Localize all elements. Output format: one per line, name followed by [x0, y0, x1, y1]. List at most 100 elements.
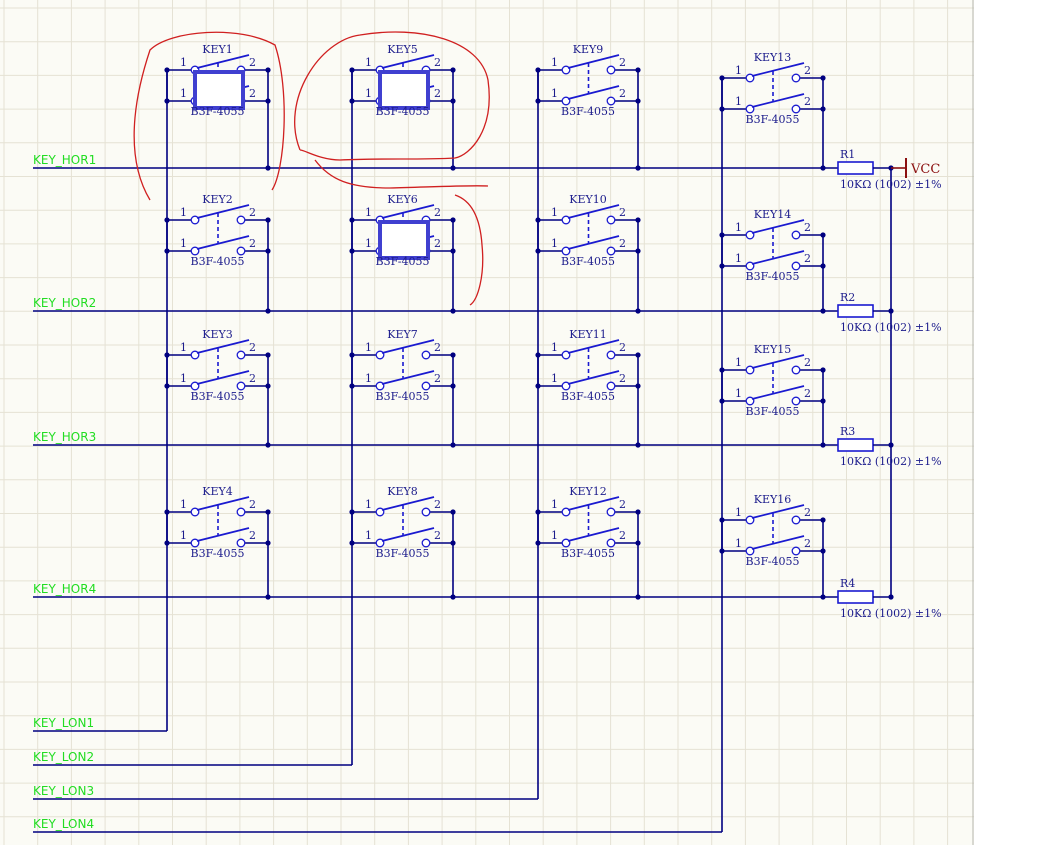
contact-circle [421, 381, 431, 391]
pin-1-label: 1 [551, 206, 558, 219]
switch-blade [196, 527, 250, 542]
switch-blade [751, 62, 805, 77]
contact-circle [236, 350, 246, 360]
contact-circle [236, 538, 246, 548]
pin-2-label: 2 [434, 237, 441, 250]
key-designator: KEY15 [754, 343, 792, 356]
contact-circle [190, 246, 200, 256]
pin-2-label: 2 [249, 237, 256, 250]
contact-circle [745, 546, 755, 556]
pin-2-label: 2 [804, 356, 811, 369]
switch-blade [196, 54, 250, 69]
net-label-key_lon4: KEY_LON4 [33, 817, 94, 831]
key-part-number: B3F-4055 [746, 113, 800, 126]
key-designator: KEY12 [569, 485, 607, 498]
switch-blade [381, 496, 435, 511]
selection-highlight [378, 220, 430, 260]
pin-1-label: 1 [735, 356, 742, 369]
resistor-r1[interactable]: R1 10KΩ (1002) ±1% [837, 148, 942, 191]
red-annotation-stroke [133, 31, 285, 201]
net-label-key_hor1: KEY_HOR1 [33, 153, 96, 167]
switch-blade [567, 339, 620, 354]
selection-highlight [193, 70, 245, 110]
key-part-number: B3F-4055 [746, 270, 800, 283]
contact-circle [606, 65, 616, 75]
key-part-number: B3F-4055 [376, 547, 430, 560]
switch-blade [567, 204, 620, 219]
contact-circle [561, 65, 571, 75]
contact-circle [606, 507, 616, 517]
selection-highlight [378, 70, 430, 110]
switch-blade [751, 385, 805, 400]
net-label-key_lon3: KEY_LON3 [33, 784, 94, 798]
pin-1-label: 1 [365, 87, 372, 100]
contact-circle [745, 365, 755, 375]
contact-circle [745, 396, 755, 406]
net-labels: KEY_HOR1KEY_HOR2KEY_HOR3KEY_HOR4KEY_LON1… [33, 153, 96, 831]
key-designator: KEY10 [569, 193, 607, 206]
pin-2-label: 2 [619, 372, 626, 385]
pin-1-label: 1 [735, 95, 742, 108]
switch-blade [567, 85, 620, 100]
wires [33, 67, 894, 833]
key-part-number: B3F-4055 [191, 547, 245, 560]
contact-circle [745, 230, 755, 240]
key-part-number: B3F-4055 [191, 255, 245, 268]
pin-1-label: 1 [365, 372, 372, 385]
contact-circle [561, 381, 571, 391]
key-part-number: B3F-4055 [376, 390, 430, 403]
resistor-value: 10KΩ (1002) ±1% [840, 178, 942, 191]
key-designator: KEY2 [202, 193, 233, 206]
key-part-number: B3F-4055 [561, 255, 615, 268]
pin-2-label: 2 [619, 237, 626, 250]
pin-2-label: 2 [434, 498, 441, 511]
switch-blade [751, 535, 805, 550]
pin-1-label: 1 [365, 237, 372, 250]
pin-1-label: 1 [551, 237, 558, 250]
contact-circle [236, 381, 246, 391]
contact-circle [791, 73, 801, 83]
pin-1-label: 1 [735, 506, 742, 519]
key-part-number: B3F-4055 [191, 390, 245, 403]
contact-circle [561, 507, 571, 517]
contact-circle [791, 546, 801, 556]
resistor-value: 10KΩ (1002) ±1% [840, 321, 942, 334]
pin-1-label: 1 [180, 498, 187, 511]
key-part-number: B3F-4055 [561, 390, 615, 403]
contact-circle [606, 538, 616, 548]
sheet-margin [974, 0, 1056, 845]
contact-circle [561, 350, 571, 360]
red-annotation-stroke [294, 31, 490, 161]
key-designator: KEY7 [387, 328, 418, 341]
contact-circle [745, 261, 755, 271]
contact-circle [375, 350, 385, 360]
contact-circle [561, 215, 571, 225]
contact-circle [606, 96, 616, 106]
contact-circle [791, 104, 801, 114]
resistor-designator: R1 [840, 148, 855, 161]
pin-2-label: 2 [249, 372, 256, 385]
key-part-number: B3F-4055 [561, 547, 615, 560]
